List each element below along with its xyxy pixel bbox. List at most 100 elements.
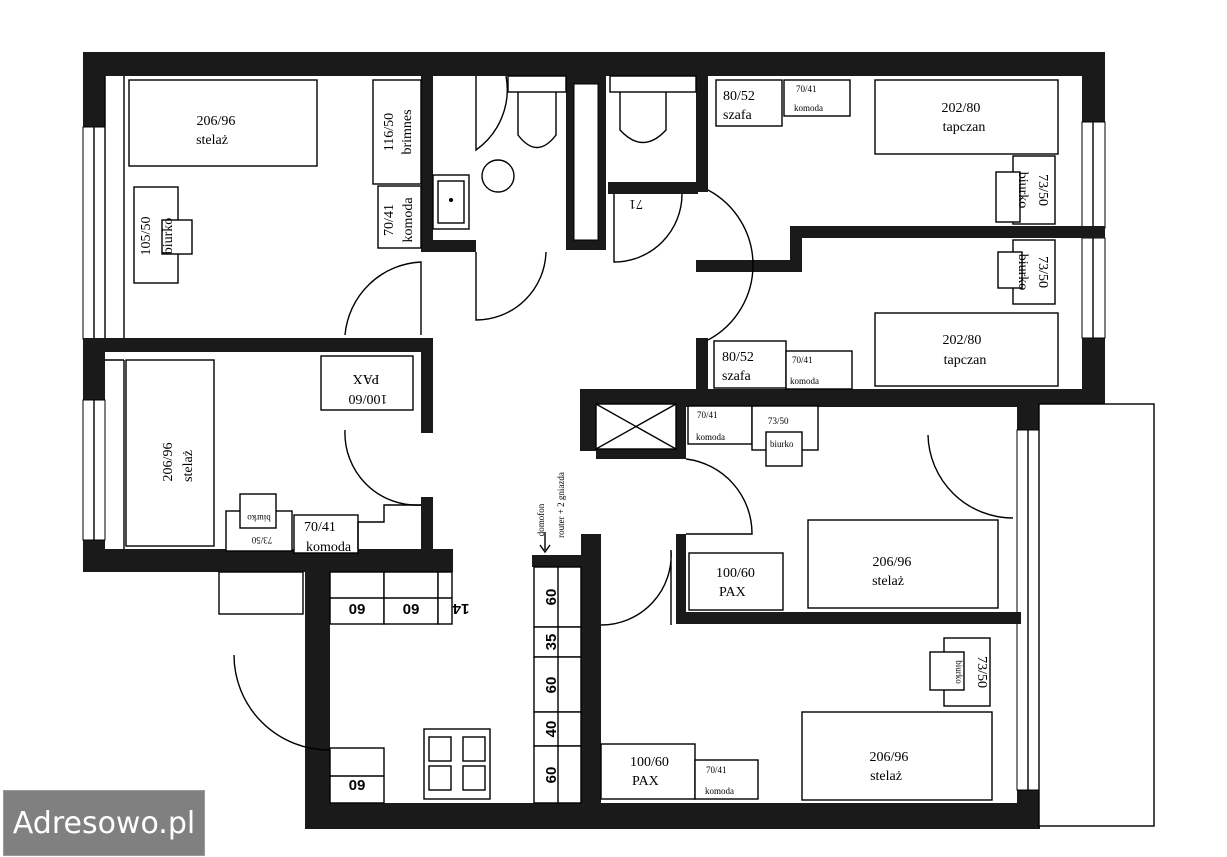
komoda-b: [694, 759, 759, 800]
biurko-c-name: biurko: [770, 439, 794, 449]
tapczan-mid-name: tapczan: [944, 353, 987, 368]
pax-ml-name: PAX: [353, 371, 380, 386]
komoda-ml: [293, 514, 359, 554]
stelaz-c-size: 206/96: [873, 555, 912, 570]
room-mid-left: 100/60 PAX 206/96 stelaż biurko 73/50 70…: [125, 355, 421, 555]
chair-ml: [239, 493, 277, 529]
chair-c: [765, 431, 803, 467]
cabinet-bottom-label: 60: [349, 776, 366, 793]
stelaz-tl-size: 206/96: [197, 114, 236, 129]
biurko-c: [751, 405, 819, 451]
cabinet-top-2-label: 60: [403, 600, 420, 617]
komoda-tr: [783, 79, 851, 117]
biurko-r1-name: biurko: [1015, 172, 1030, 209]
biurko-ml: [225, 510, 293, 552]
biurko-r2-name: biurko: [1015, 254, 1030, 291]
komoda-mr: [785, 350, 853, 390]
interior-walls: [83, 76, 1105, 812]
chair-r2: [997, 251, 1023, 289]
tapczan-mid-size: 202/80: [943, 333, 982, 348]
szafa-tr: [715, 79, 783, 127]
chair-tl: [161, 219, 193, 255]
hall: 60 60 14 60 35 60 40 60 60 domofon route…: [218, 472, 582, 804]
komoda-tr-name: komoda: [794, 103, 823, 113]
stelaz-ml-size: 206/96: [161, 443, 176, 482]
room-center-right: 70/41 komoda 73/50 biurko 100/60 PAX 206…: [687, 405, 999, 611]
stools: [423, 728, 491, 800]
komoda-mr-name: komoda: [790, 376, 819, 386]
arrow-icon: [539, 532, 551, 554]
pax-ml: [320, 355, 414, 411]
cabinet-col-3-label: 60: [543, 677, 560, 694]
cabinet-top-3-label: 14: [452, 600, 469, 617]
door-71-label: 71: [629, 196, 643, 211]
szafa-mr: [713, 340, 787, 389]
room-top-left: 206/96 stelaż 116/50 brimnes 70/41 komod…: [128, 79, 422, 284]
biurko-r2-size: 73/50: [1035, 256, 1050, 288]
komoda-ml-size: 70/41: [304, 520, 336, 535]
szafa-mr-size: 80/52: [722, 350, 754, 365]
stelaz-c-name: stelaż: [872, 574, 904, 589]
pax-c: [688, 552, 784, 611]
tapczan-top: [874, 79, 1059, 155]
brimnes-size: 116/50: [382, 113, 397, 151]
router-label: router + 2 gniazda: [556, 472, 566, 538]
szafa-mr-name: szafa: [722, 369, 752, 384]
cabinet-col-2-label: 35: [543, 634, 560, 651]
pax-c-size: 100/60: [716, 566, 755, 581]
komoda-c: [687, 405, 753, 445]
pax-ml-size: 100/60: [349, 391, 388, 406]
komoda-b-name: komoda: [705, 786, 734, 796]
pax-b-size: 100/60: [630, 755, 669, 770]
stelaz-br-size: 206/96: [870, 750, 909, 765]
stelaz-tl: [128, 79, 318, 167]
komoda-mr-size: 70/41: [792, 355, 813, 365]
biurko-tl-name: biurko: [161, 218, 176, 255]
pax-c-name: PAX: [719, 585, 746, 600]
szafa-tr-name: szafa: [723, 108, 753, 123]
komoda-tr-size: 70/41: [796, 84, 817, 94]
cabinet-col-4-label: 40: [543, 721, 560, 738]
chair-br: [929, 651, 965, 691]
biurko-ml-size: 73/50: [251, 535, 272, 545]
room-top-right: 80/52 szafa 70/41 komoda 202/80 tapczan …: [629, 79, 1059, 225]
stelaz-br: [801, 711, 993, 801]
doors: [233, 75, 1014, 751]
windows: [82, 76, 1155, 827]
domofon-label: domofon: [536, 503, 546, 536]
szafa-tr-size: 80/52: [723, 89, 755, 104]
room-bottom-right: 73/50 biurko 100/60 PAX 70/41 komoda 206…: [600, 637, 993, 801]
biurko-tl-size: 105/50: [139, 217, 154, 256]
biurko-r1-size: 73/50: [1035, 174, 1050, 206]
room-mid-right: 73/50 biurko 202/80 tapczan 80/52 szafa …: [713, 239, 1059, 390]
komoda-ml-name: komoda: [306, 540, 352, 555]
stelaz-tl-name: stelaż: [196, 133, 228, 148]
komoda-b-size: 70/41: [706, 765, 727, 775]
tapczan-top-name: tapczan: [943, 120, 986, 135]
bathroom-fixtures: [432, 75, 697, 230]
cabinet-col-5-label: 60: [543, 767, 560, 784]
biurko-br-name: biurko: [954, 660, 964, 684]
watermark: Adresowo.pl: [3, 790, 205, 856]
biurko-c-size: 73/50: [768, 416, 789, 426]
brimnes: [372, 79, 422, 185]
tapczan-mid: [874, 312, 1059, 387]
stelaz-ml-name: stelaż: [181, 450, 196, 482]
komoda-tl-size: 70/41: [382, 204, 397, 236]
biurko-br-size: 73/50: [974, 656, 989, 688]
komoda-c-size: 70/41: [697, 410, 718, 420]
tapczan-top-size: 202/80: [942, 101, 981, 116]
stelaz-c: [807, 519, 999, 609]
pax-b-name: PAX: [632, 774, 659, 789]
stelaz-br-name: stelaż: [870, 769, 902, 784]
cabinet-top-1-label: 60: [349, 600, 366, 617]
komoda-c-name: komoda: [696, 432, 725, 442]
pax-b: [600, 743, 696, 800]
chair-r1: [995, 171, 1021, 223]
biurko-ml-name: biurko: [247, 513, 271, 523]
stelaz-ml: [125, 359, 215, 547]
cabinet-col-1-label: 60: [543, 589, 560, 606]
shoe-cabinet: [218, 571, 304, 615]
komoda-tl-name: komoda: [401, 197, 416, 243]
